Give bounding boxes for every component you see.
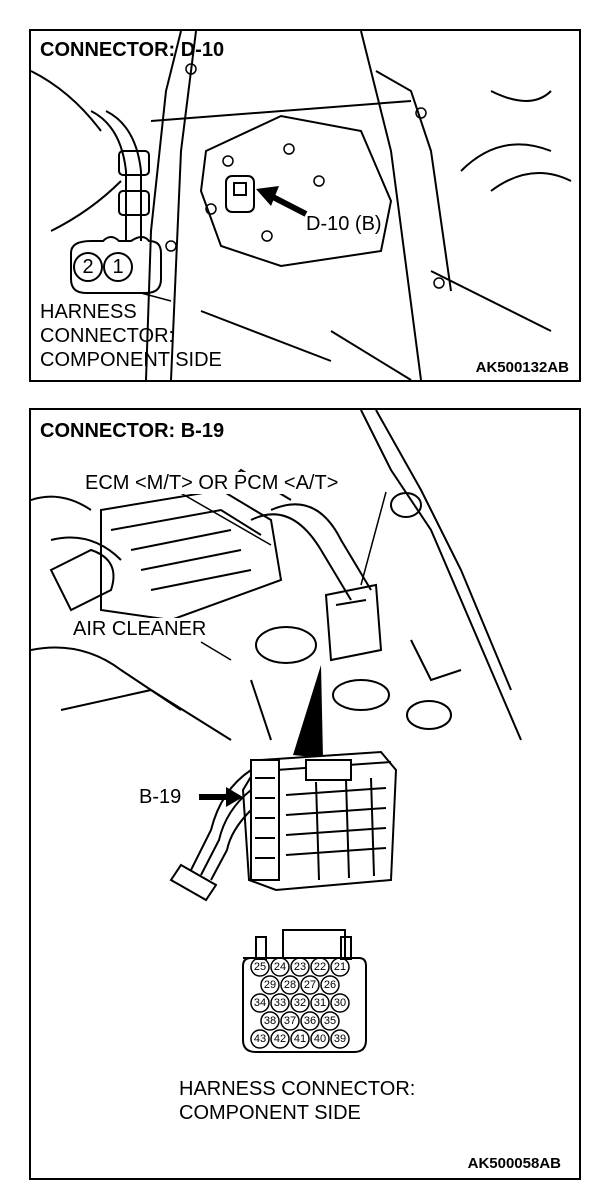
b19-illustration [31,410,522,1053]
b19-pin-29: 29 [263,979,277,991]
d10-pin-2: 2 [82,256,94,278]
ecm-pcm-label: ECM <M/T> OR PCM <A/T> [83,472,341,494]
b19-pin-41: 41 [293,1033,307,1045]
d10-title: CONNECTOR: D-10 [40,39,225,61]
b19-pin-33: 33 [273,997,287,1009]
b19-pin-38: 38 [263,1015,277,1027]
b19-pin-43: 43 [253,1033,267,1045]
b19-callout-label: B-19 [139,786,182,808]
d10-callout-label: D-10 (B) [306,213,382,235]
d10-figure-code: AK500132AB [475,359,569,376]
b19-pin-30: 30 [333,997,347,1009]
b19-pin-40: 40 [313,1033,327,1045]
b19-pin-21: 21 [333,961,347,973]
b19-pin-37: 37 [283,1015,297,1027]
b19-pin-31: 31 [313,997,327,1009]
b19-pin-23: 23 [293,961,307,973]
b19-pin-24: 24 [273,961,287,973]
d10-harness-line1: HARNESS [40,301,137,323]
b19-title: CONNECTOR: B-19 [40,420,225,442]
b19-figure-code: AK500058AB [467,1155,561,1172]
d10-pin-1: 1 [112,256,124,278]
b19-harness-line1: HARNESS CONNECTOR: [179,1078,416,1100]
b19-pin-27: 27 [303,979,317,991]
b19-pin-25: 25 [253,961,267,973]
b19-pin-circles [250,957,350,1049]
d10-harness-line2: CONNECTOR: [40,325,175,347]
b19-pin-35: 35 [323,1015,337,1027]
b19-pin-22: 22 [313,961,327,973]
d10-illustration [31,31,572,380]
b19-pin-39: 39 [333,1033,347,1045]
b19-pin-28: 28 [283,979,297,991]
b19-harness-line2: COMPONENT SIDE [179,1102,361,1124]
connector-d10-panel: CONNECTOR: D-10 D-10 (B) 2 1 HARNESS CON… [29,29,581,382]
b19-pin-26: 26 [323,979,337,991]
d10-harness-line3: COMPONENT SIDE [40,349,222,371]
b19-pin-34: 34 [253,997,267,1009]
b19-pin-32: 32 [293,997,307,1009]
connector-b19-panel: CONNECTOR: B-19 ECM <M/T> OR PCM <A/T> A… [29,408,581,1180]
b19-pin-42: 42 [273,1033,287,1045]
b19-pin-36: 36 [303,1015,317,1027]
air-cleaner-label: AIR CLEANER [71,618,209,640]
